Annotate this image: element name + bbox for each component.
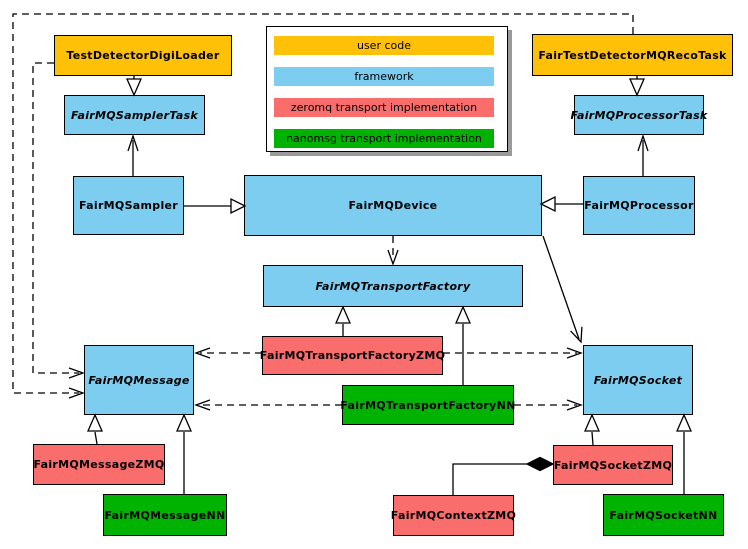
- edge-generalization-fairmqprocessor-fairmqdevice: [539, 195, 583, 213]
- edge-dependency-fairmqtransportfactoryzmq-fairmqmessage: [194, 347, 262, 359]
- edge-dependency-fairmqdevice-fairmqtransportfactory: [387, 236, 399, 266]
- node-fairmqtransportfactoryzmq: FairMQTransportFactoryZMQ: [260, 336, 445, 375]
- edge-generalization-testdetectordigiloader-fairmqsamplertask: [126, 76, 142, 97]
- node-fairmqprocessortask: FairMQProcessorTask: [570, 95, 707, 135]
- node-fairmqmessagenn: FairMQMessageNN: [103, 494, 227, 536]
- edge-generalization-fairmqsampler-fairmqdevice: [184, 197, 247, 215]
- node-testdetectordigiloader: TestDetectorDigiLoader: [54, 35, 232, 76]
- legend-item-user-code: user code: [274, 36, 494, 55]
- node-fairmqdevice: FairMQDevice: [244, 175, 542, 236]
- edge-association-fairmqprocessor-fairmqprocessortask: [637, 133, 649, 176]
- edge-generalization-fairtestdetectormqrecotask-fairmqprocessortask: [629, 76, 645, 97]
- node-fairmqsocket: FairMQSocket: [583, 345, 693, 415]
- node-fairmqsocketzmq: FairMQSocketZMQ: [553, 445, 673, 485]
- node-fairmqtransportfactorynn: FairMQTransportFactoryNN: [340, 385, 515, 425]
- node-fairmqsamplertask: FairMQSamplerTask: [64, 95, 205, 135]
- edge-generalization-fairmqmessagezmq-fairmqmessage: [87, 413, 103, 445]
- edge-dependency-fairmqtransportfactorynn-fairmqsocket: [514, 399, 583, 411]
- edge-generalization-fairmqtransportfactoryzmq-fairmqtransportfactory: [335, 305, 351, 336]
- node-fairmqmessage: FairMQMessage: [84, 345, 194, 415]
- node-fairmqsampler: FairMQSampler: [73, 176, 184, 235]
- legend-item-nanomsg: nanomsg transport implementation: [274, 129, 494, 148]
- legend-item-zeromq: zeromq transport implementation: [274, 98, 494, 117]
- legend: user code framework zeromq transport imp…: [266, 26, 508, 152]
- node-fairmqtransportfactory: FairMQTransportFactory: [263, 265, 523, 307]
- node-fairmqmessagezmq: FairMQMessageZMQ: [33, 444, 165, 485]
- edge-generalization-fairmqmessagenn-fairmqmessage: [176, 413, 192, 494]
- edge-composition-fairmqsocketzmq-fairmqcontextzmq: [452, 456, 555, 495]
- node-fairtestdetectormqrecotask: FairTestDetectorMQRecoTask: [532, 34, 733, 76]
- edge-association-fairmqdevice-fairmqsocket: [542, 235, 583, 344]
- node-fairmqprocessor: FairMQProcessor: [583, 176, 695, 235]
- edge-dependency-fairmqtransportfactorynn-fairmqmessage: [194, 399, 342, 411]
- node-fairmqcontextzmq: FairMQContextZMQ: [391, 495, 516, 536]
- edge-dependency-fairmqtransportfactoryzmq-fairmqsocket: [443, 347, 583, 359]
- node-fairmqsocketnn: FairMQSocketNN: [603, 494, 724, 536]
- edge-association-fairmqsampler-fairmqsamplertask: [127, 133, 139, 176]
- edge-generalization-fairmqsocketnn-fairmqsocket: [676, 413, 692, 494]
- edge-generalization-fairmqtransportfactorynn-fairmqtransportfactory: [455, 305, 471, 385]
- legend-item-framework: framework: [274, 67, 494, 86]
- edge-generalization-fairmqsocketzmq-fairmqsocket: [584, 413, 600, 446]
